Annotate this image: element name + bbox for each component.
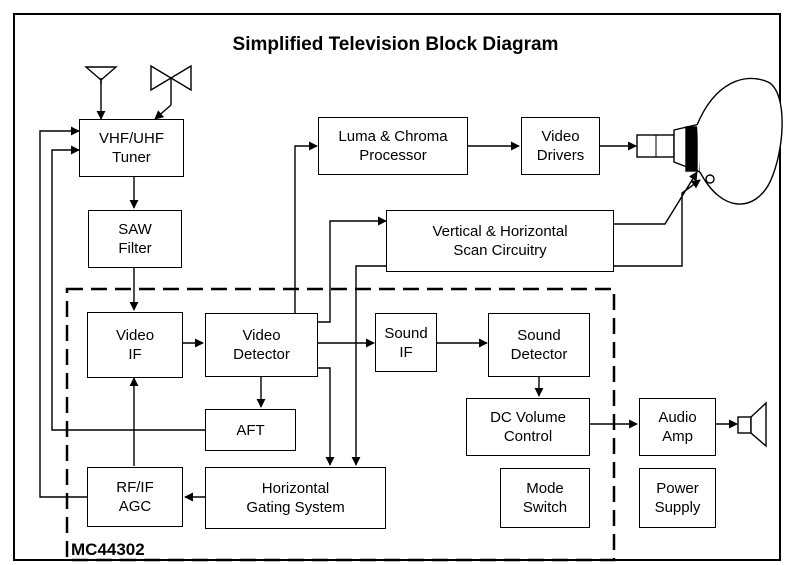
diagram-title: Simplified Television Block Diagram [232,34,559,55]
aft-to-tuner [51,145,205,431]
agc-to-tuner [39,126,87,498]
detector-to-scan [318,216,387,323]
detector-to-luma [294,141,318,313]
crt-tube-icon [636,77,783,205]
detector-to-gating [318,367,335,466]
vhf-antenna-icon [150,64,192,92]
scan-to-yoke-1 [614,171,698,225]
aft-block: AFT [205,409,296,451]
vhf-antenna-feed-2 [154,104,172,120]
scan-to-yoke-2 [614,179,701,267]
chip-label: MC44302 [71,540,145,559]
speaker-icon [737,401,767,448]
scan-to-gating [351,265,386,466]
uhf-antenna-icon [84,66,118,84]
